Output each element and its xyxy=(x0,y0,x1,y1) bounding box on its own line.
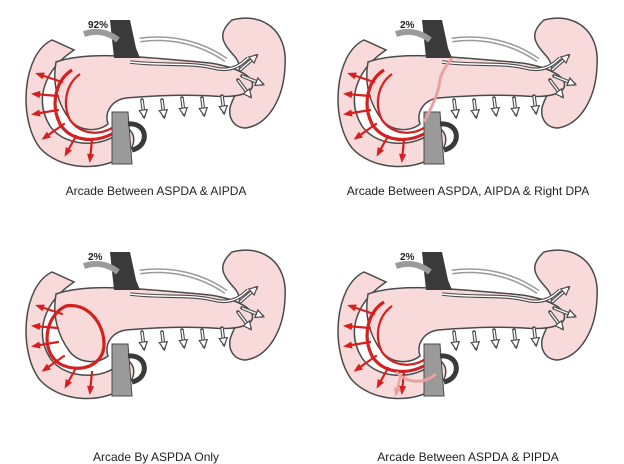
variant-percentage-label: 2% xyxy=(88,252,103,263)
superior-mesenteric-vessel-icon xyxy=(424,344,456,396)
pancreatic-branch-arrow-2 xyxy=(179,98,187,116)
pancreatic-branch-arrow-0 xyxy=(451,332,459,350)
variant-percentage-label: 2% xyxy=(400,20,415,31)
pancreatic-branch-arrow-1 xyxy=(471,100,479,118)
pancreatic-branch-arrow-1 xyxy=(471,332,479,350)
pancreas-icon xyxy=(367,288,565,362)
pancreas-diagram-svg: 2% xyxy=(312,232,624,464)
celiac-trunk-icon xyxy=(396,20,538,60)
pancreatic-branch-arrow-2 xyxy=(491,330,499,348)
celiac-trunk-icon xyxy=(396,252,538,292)
pancreatic-branch-arrow-4 xyxy=(219,96,227,114)
superior-mesenteric-vessel-icon xyxy=(112,344,144,396)
celiac-trunk-icon xyxy=(84,252,226,292)
pancreatic-branch-arrow-3 xyxy=(199,330,207,348)
pancreatic-branch-arrow-1 xyxy=(159,332,167,350)
pancreatic-branch-arrow-0 xyxy=(139,100,147,118)
pancreatic-branch-arrow-2 xyxy=(491,98,499,116)
pancreatic-branch-arrow-1 xyxy=(159,100,167,118)
diagram-panel-aspda-pipda: 2% Arcade Between ASPDA & PIPDA xyxy=(312,232,624,464)
pancreatic-branch-arrow-3 xyxy=(199,98,207,116)
pancreas-icon xyxy=(367,56,565,130)
panel-caption: Arcade Between ASPDA, AIPDA & Right DPA xyxy=(312,184,624,198)
panel-caption: Arcade By ASPDA Only xyxy=(0,450,312,464)
panel-caption: Arcade Between ASPDA & PIPDA xyxy=(312,450,624,464)
pancreatic-branch-arrow-2 xyxy=(179,330,187,348)
variant-percentage-label: 2% xyxy=(400,252,415,263)
superior-mesenteric-vessel-icon xyxy=(112,112,144,164)
diagram-panel-aspda-aipda-right-dpa: 2% Arcade Between ASPDA, AIPDA & Right DP… xyxy=(312,0,624,232)
superior-mesenteric-vessel-icon xyxy=(424,112,456,164)
pancreatic-branch-arrow-3 xyxy=(511,330,519,348)
diagram-panel-aspda-aipda: 92% Arcade Between ASPDA & AIPDA xyxy=(0,0,312,232)
pancreatic-branch-arrow-4 xyxy=(531,328,539,346)
variant-percentage-label: 92% xyxy=(88,20,108,31)
diagram-panel-aspda-only: 2% Arcade By ASPDA Only xyxy=(0,232,312,464)
pancreas-icon xyxy=(55,56,253,130)
pancreatic-branch-arrow-4 xyxy=(531,96,539,114)
panel-caption: Arcade Between ASPDA & AIPDA xyxy=(0,184,312,198)
pancreatic-branch-arrow-0 xyxy=(451,100,459,118)
pancreatic-branch-arrow-3 xyxy=(511,98,519,116)
pancreatic-branch-arrow-0 xyxy=(139,332,147,350)
pancreas-diagram-svg: 2% xyxy=(0,232,312,464)
pancreatic-branch-arrow-4 xyxy=(219,328,227,346)
pancreas-icon xyxy=(55,288,253,362)
